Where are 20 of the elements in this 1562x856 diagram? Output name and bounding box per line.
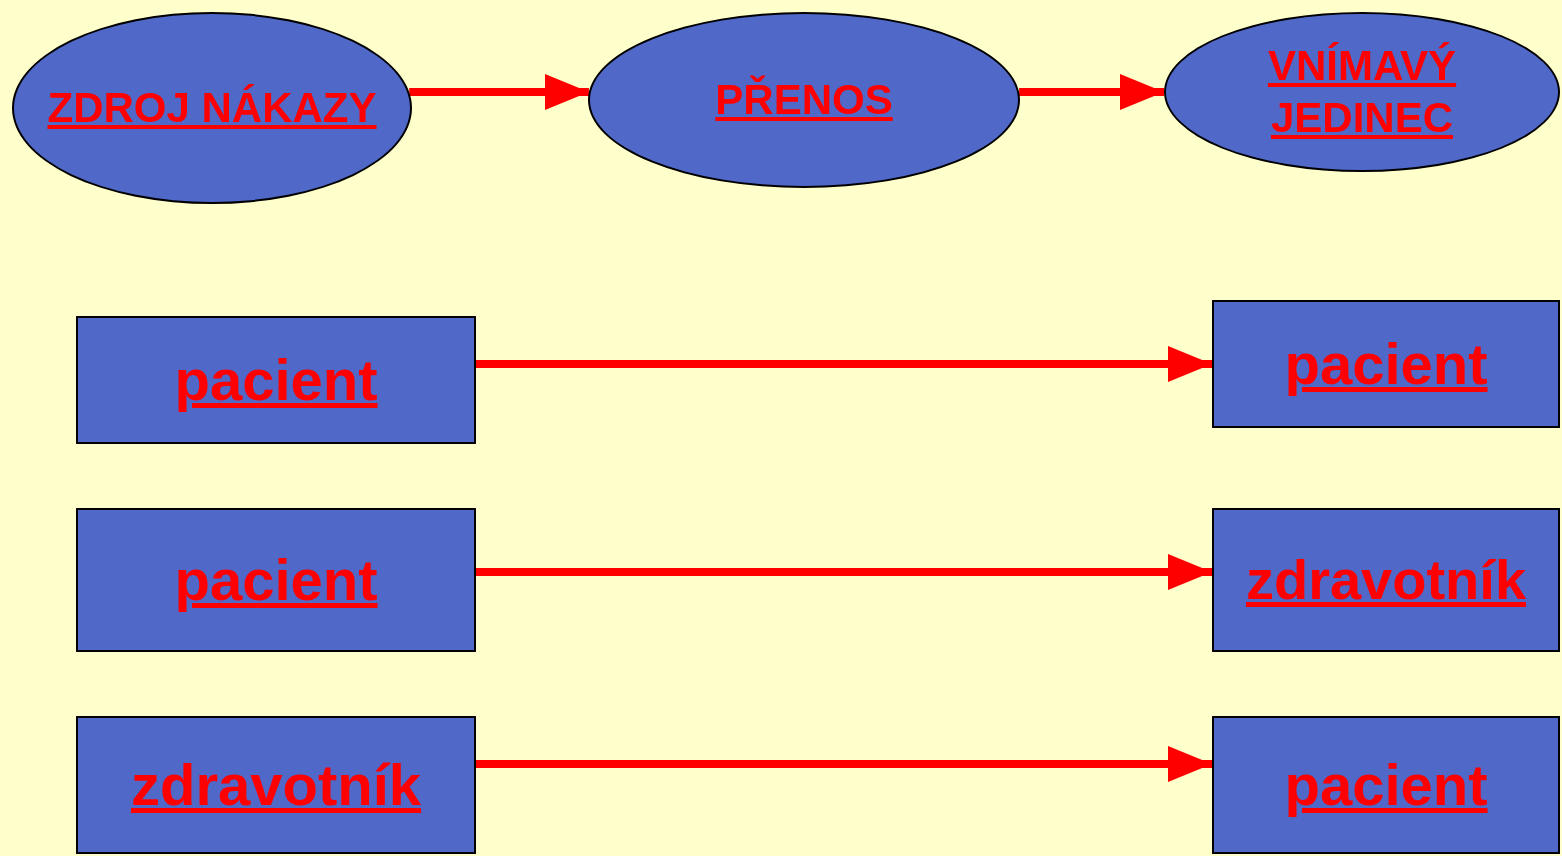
node-label: zdravotník	[1244, 547, 1528, 613]
rectangle-node	[76, 508, 476, 652]
node-label: VNÍMAVÝ JEDINEC	[1266, 40, 1458, 143]
node-label: PŘENOS	[714, 74, 894, 125]
node-label: ZDROJ NÁKAZY	[46, 82, 378, 133]
arrow	[476, 746, 1212, 782]
arrow	[409, 74, 589, 110]
rectangle-node	[1212, 300, 1560, 428]
node-label: pacient	[173, 345, 379, 414]
arrow	[476, 346, 1212, 382]
node-label: pacient	[1283, 329, 1489, 398]
node-label: pacient	[1283, 750, 1489, 819]
node-label: pacient	[173, 545, 379, 614]
rectangle-node	[76, 716, 476, 854]
rectangle-node	[1212, 716, 1560, 854]
arrow	[1019, 74, 1164, 110]
rectangle-node	[1212, 508, 1560, 652]
rectangle-node	[76, 316, 476, 444]
node-label: zdravotník	[129, 750, 423, 819]
arrow	[476, 554, 1212, 590]
